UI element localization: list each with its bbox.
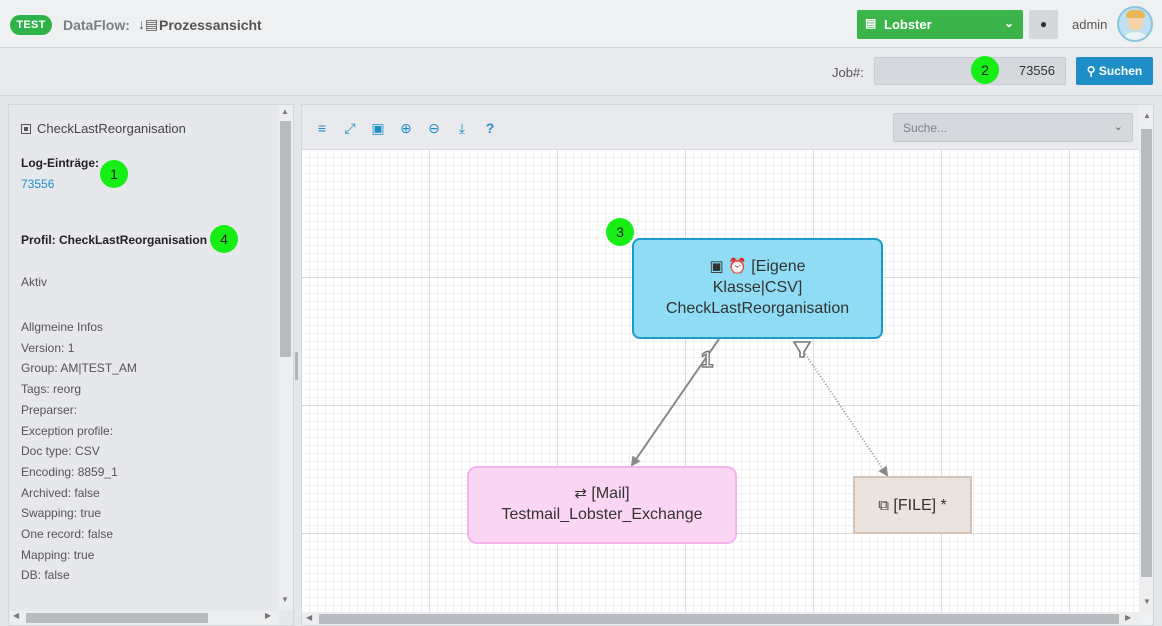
- node-mail-line2: Testmail_Lobster_Exchange: [501, 506, 703, 523]
- search-icon: ⚲: [1086, 64, 1096, 78]
- job-label: Job#:: [832, 65, 864, 80]
- avatar[interactable]: [1117, 6, 1153, 42]
- edge-task-to-file[interactable]: [801, 348, 889, 477]
- info-line: Tags: reorg: [21, 382, 82, 397]
- avatar-hair: [1126, 10, 1145, 18]
- help-icon[interactable]: ?: [485, 120, 495, 136]
- edge-task-to-mail[interactable]: [630, 338, 720, 467]
- node-task-line1: ▣ ⏰ [Eigene: [634, 256, 881, 277]
- environment-badge: TEST: [10, 15, 52, 35]
- info-line: DB: false: [21, 568, 70, 583]
- chip-icon: ▣: [709, 258, 724, 275]
- profile-info-list: Allgmeine Infos Version: 1 Group: AM|TES…: [21, 317, 137, 586]
- app-title: DataFlow:: [63, 17, 130, 33]
- diagram-edges: 1: [630, 338, 889, 477]
- node-task[interactable]: ▣ ⏰ [Eigene Klasse|CSV] CheckLastReorgan…: [632, 238, 883, 339]
- chevron-down-icon: ⌄: [1113, 121, 1123, 133]
- diagram-canvas[interactable]: 1 ▣ ⏰ [Eigene Klasse|CSV] CheckLastReorg…: [302, 149, 1139, 612]
- chart-icon: ▤: [865, 16, 877, 30]
- chevron-down-icon: ⌄: [1003, 16, 1014, 30]
- scroll-right-icon[interactable]: ▶: [265, 611, 272, 620]
- zoom-in-icon[interactable]: ⊕: [400, 120, 412, 136]
- log-entries-label: Log-Einträge:: [21, 156, 99, 170]
- info-line: Allgmeine Infos: [21, 320, 104, 334]
- scroll-right-icon[interactable]: ▶: [1125, 613, 1132, 622]
- panel-title-text: CheckLastReorganisation: [37, 121, 186, 136]
- info-line: Archived: false: [21, 485, 100, 500]
- marker-4: 4: [210, 225, 238, 253]
- profile-select-label: Lobster: [884, 17, 932, 32]
- marker-2: 2: [971, 56, 999, 84]
- scroll-down-icon[interactable]: ▼: [281, 595, 289, 604]
- marker-1: 1: [100, 160, 128, 188]
- node-mail-text-1: [Mail]: [591, 485, 630, 502]
- search-button[interactable]: ⚲ Suchen: [1076, 57, 1153, 85]
- view-title: Prozessansicht: [159, 17, 262, 33]
- node-task-text-1: [Eigene: [751, 258, 806, 275]
- exchange-arrows-icon: ⇄: [574, 485, 587, 502]
- info-line: Mapping: true: [21, 547, 95, 562]
- scroll-thumb[interactable]: [319, 614, 1119, 624]
- profile-heading: Profil: CheckLastReorganisation: [21, 233, 208, 247]
- job-number-input[interactable]: 73556: [874, 57, 1066, 85]
- zoom-out-icon[interactable]: ⊖: [428, 120, 440, 136]
- scroll-thumb[interactable]: [280, 121, 291, 357]
- node-search-select[interactable]: Suche... ⌄: [893, 113, 1133, 142]
- fit-screen-icon[interactable]: ▣: [371, 120, 385, 136]
- scroll-left-icon[interactable]: ◀: [13, 611, 20, 620]
- marker-3: 3: [606, 218, 634, 246]
- node-file[interactable]: ⧉ [FILE] *: [853, 476, 972, 534]
- node-mail-line1: ⇄ [Mail]: [469, 483, 735, 504]
- alarm-clock-icon: ⏰: [728, 258, 747, 275]
- node-task-line3: CheckLastReorganisation: [665, 300, 850, 317]
- info-line: Group: AM|TEST_AM: [21, 361, 137, 376]
- sort-flow-icon: ↓▤: [138, 16, 159, 32]
- scroll-thumb[interactable]: [26, 613, 208, 623]
- chat-icon: ●: [1039, 17, 1048, 31]
- user-name[interactable]: admin: [1072, 17, 1108, 32]
- info-line: Preparser:: [21, 402, 78, 417]
- profile-select[interactable]: ▤ Lobster ⌄: [857, 10, 1023, 39]
- info-line: Swapping: true: [21, 506, 102, 521]
- profile-status: Aktiv: [21, 275, 48, 289]
- search-button-label: Suchen: [1098, 64, 1143, 78]
- node-mail[interactable]: ⇄ [Mail] Testmail_Lobster_Exchange: [467, 466, 737, 544]
- node-file-text: [FILE] *: [893, 497, 947, 514]
- diagram-vertical-scrollbar[interactable]: ▲ ▼: [1139, 105, 1153, 612]
- details-panel: CheckLastReorganisation Log-Einträge: 73…: [8, 104, 294, 626]
- copy-files-icon: ⧉: [878, 497, 889, 514]
- diagram-horizontal-scrollbar[interactable]: ◀ ▶: [302, 612, 1139, 625]
- node-search-placeholder: Suche...: [903, 121, 948, 135]
- panel-splitter-handle[interactable]: [295, 352, 298, 380]
- diagram-toolbar: ≡ ⤢ ▣ ⊕ ⊖ ⤓ ? Suche... ⌄: [302, 105, 1153, 149]
- avatar-body: [1122, 32, 1149, 40]
- panel-title: CheckLastReorganisation: [21, 121, 186, 136]
- info-line: Encoding: 8859_1: [21, 464, 118, 479]
- scroll-left-icon[interactable]: ◀: [306, 613, 313, 622]
- panel-horizontal-scrollbar[interactable]: ◀ ▶: [9, 611, 279, 625]
- job-search-bar: Job#: 73556 ⚲ Suchen: [0, 48, 1162, 96]
- scroll-down-icon[interactable]: ▼: [1143, 597, 1151, 606]
- top-header: TEST DataFlow: ↓▤ Prozessansicht ▤ Lobst…: [0, 0, 1162, 48]
- scroll-thumb[interactable]: [1141, 129, 1152, 577]
- chat-button[interactable]: ●: [1029, 10, 1058, 39]
- filter-icon: [792, 341, 812, 358]
- edge-multiplicity-label: 1: [701, 347, 713, 372]
- panel-vertical-scrollbar[interactable]: ▲ ▼: [279, 105, 293, 610]
- info-line: Doc type: CSV: [21, 444, 100, 459]
- scroll-up-icon[interactable]: ▲: [281, 107, 289, 116]
- profile-icon: [21, 124, 31, 134]
- expand-icon[interactable]: ⤢: [344, 120, 356, 136]
- scroll-up-icon[interactable]: ▲: [1143, 111, 1151, 120]
- info-line: One record: false: [21, 527, 114, 542]
- log-entry-link[interactable]: 73556: [21, 177, 55, 191]
- download-icon[interactable]: ⤓: [458, 120, 466, 136]
- process-diagram-panel: ≡ ⤢ ▣ ⊕ ⊖ ⤓ ? Suche... ⌄ 1 ▣ ⏰ [Eigene: [301, 104, 1154, 626]
- info-line: Version: 1: [21, 340, 75, 355]
- node-task-line2: Klasse|CSV]: [712, 279, 803, 296]
- info-line: Exception profile:: [21, 423, 114, 438]
- align-center-icon[interactable]: ≡: [317, 120, 327, 136]
